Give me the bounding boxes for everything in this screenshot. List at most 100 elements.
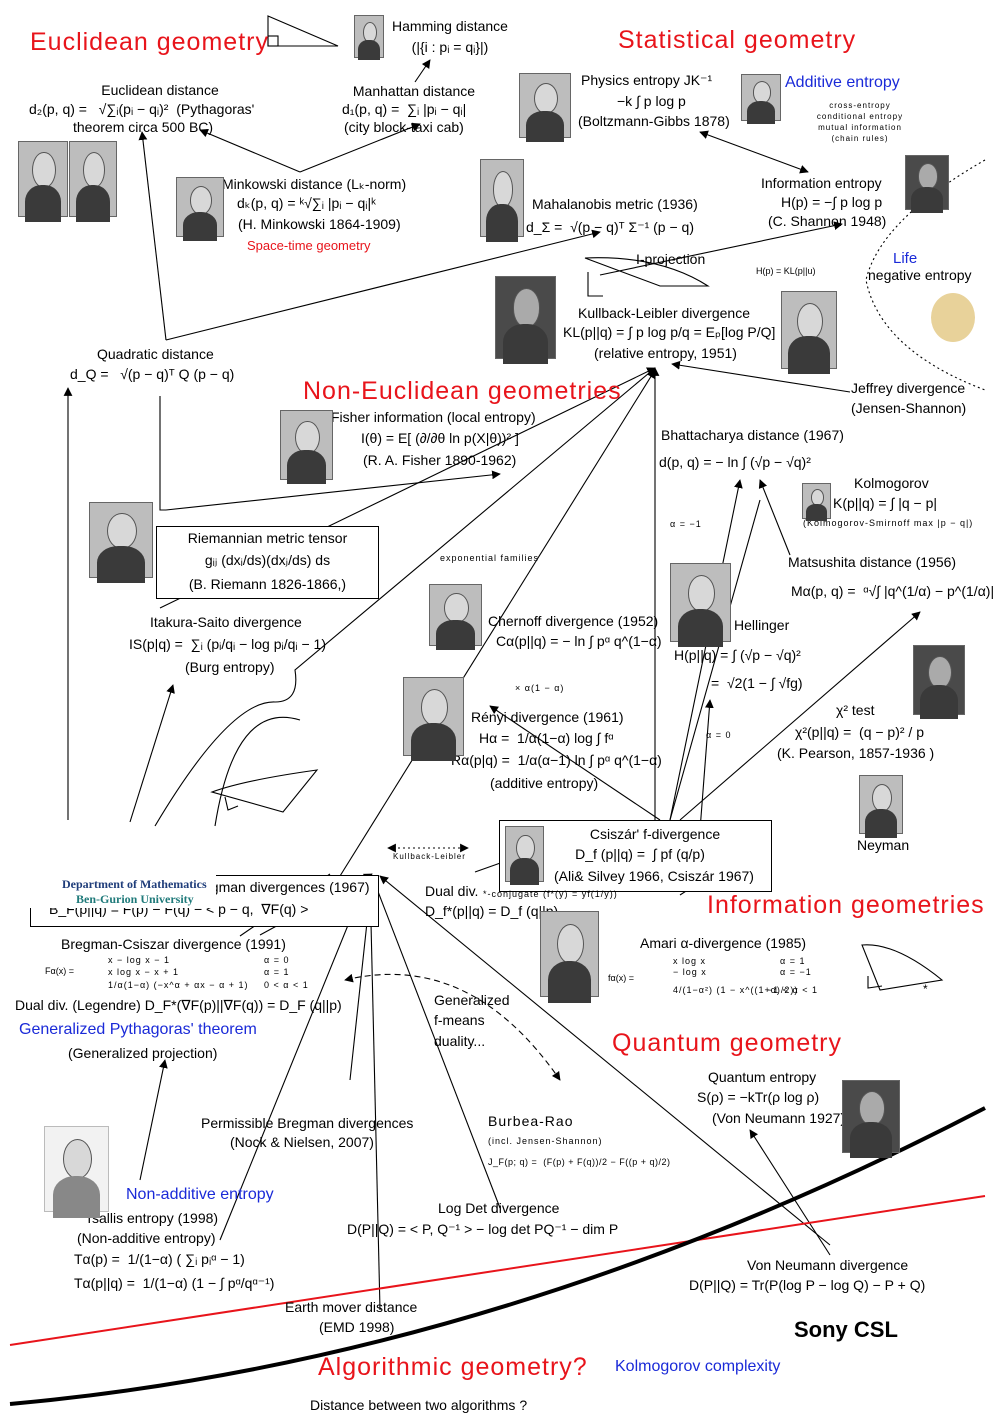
bc-cond2: α = 1 [264, 967, 290, 977]
alpha-zero-label: α = 0 [706, 730, 732, 740]
additive-entropy-label: Additive entropy [785, 74, 900, 91]
manhattan-title: Manhattan distance [352, 83, 476, 99]
tsallis-formula2: Tα(p||q) = 1/(1−α) (1 − ∫ pᵅ/qᵅ⁻¹) [74, 1275, 275, 1291]
arrow-kl-to-information [599, 221, 843, 276]
amari-photo [540, 911, 599, 1003]
amari-case3: 4/(1−α²) (1 − x^((1+α)/2)) [673, 985, 799, 995]
bhattacharya-title: Bhattacharya distance (1967) [661, 427, 844, 443]
renyi-formula1: Hα = 1/α(1−α) log ∫ fᵅ [479, 730, 614, 746]
bhattacharya-formula: d(p, q) = − ln ∫ (√p − √q)² [659, 454, 811, 470]
renyi-note: (additive entropy) [490, 775, 599, 791]
fisher-note: (R. A. Fisher 1890-1962) [363, 452, 517, 468]
kl-formula: KL(p||q) = ∫ p log p/q = Eₚ[log P/Q] [563, 324, 776, 340]
arrow-minkowski-to-manhattan [299, 122, 421, 173]
burbea-rao-title: Burbea-Rao [488, 1113, 574, 1129]
logdet-formula: D(P||Q) = < P, Q⁻¹ > − log det PQ⁻¹ − di… [347, 1221, 619, 1237]
fisher-title: Fisher information (local entropy) [331, 409, 536, 425]
physics-entropy-formula: −k ∫ p log p [617, 93, 686, 109]
generalized-pythagoras-label: Generalized Pythagoras' theorem [19, 1021, 257, 1038]
kolmogorov-complexity-label: Kolmogorov complexity [615, 1358, 781, 1375]
riemann-box: Riemannian metric tensor gᵢⱼ (dxᵢ/ds)(dx… [156, 526, 379, 599]
itakura-note: (Burg entropy) [185, 659, 275, 675]
gibbs-photo [741, 74, 781, 124]
logdet-title: Log Det divergence [438, 1200, 560, 1216]
quantum-entropy-title: Quantum entropy [708, 1069, 817, 1085]
bc-case3: 1/α(1−α) (−x^α + αx − α + 1) [108, 980, 249, 990]
x-alpha-label: × α(1 − α) [515, 683, 565, 693]
h-kl-label: H(p) = KL(p||u) [756, 266, 816, 276]
mahalanobis-formula: d_Σ = √(p − q)ᵀ Σ⁻¹ (p − q) [526, 219, 694, 235]
star-mark: * [923, 982, 928, 996]
permissible-title: Permissible Bregman divergences [201, 1115, 414, 1131]
amari-cond1: α = 1 [780, 956, 806, 966]
hamming-formula: (|{i : pᵢ = qᵢ}|) [411, 39, 489, 55]
bc-cond3: 0 < α < 1 [264, 980, 309, 990]
minkowski-title: Minkowski distance (Lₖ-norm) [222, 176, 407, 192]
arrow-minkowski-to-euclidean [199, 129, 301, 173]
algorithms-distance-label: Distance between two algorithms ? [310, 1397, 528, 1413]
von-neumann-title: Von Neumann divergence [747, 1257, 909, 1273]
dual-div-formula: D_f*(p||q) = D_f (q||p) [425, 903, 559, 919]
euclidean-note: theorem circa 500 BC) [73, 119, 214, 135]
physics-entropy-note: (Boltzmann-Gibbs 1878) [578, 113, 730, 129]
renyi-title: Rényi divergence (1961) [471, 709, 624, 725]
amari-cond3: −1 < α < 1 [767, 985, 818, 995]
cross-entropy-line4: (chain rules) [831, 134, 889, 143]
red-divider-line [9, 1195, 986, 1346]
arrow-quadratic-to-mahalanobis [165, 229, 601, 341]
chernoff-photo [429, 584, 482, 650]
chi-square-title: χ² test [836, 702, 875, 718]
hamming-title: Hamming distance [392, 18, 508, 34]
minkowski-note: (H. Minkowski 1864-1909) [238, 216, 401, 232]
cross-entropy-line3: mutual information [818, 123, 902, 132]
negative-entropy-label: negative entropy [868, 267, 972, 283]
cross-entropy-line2: conditional entropy [816, 112, 904, 121]
kl-title: Kullback-Leibler divergence [578, 305, 750, 321]
csiszar-photo [505, 826, 544, 886]
black-divider-curve [9, 1106, 986, 1406]
heading-euclidean-geometry: Euclidean geometry [30, 28, 269, 56]
physics-entropy-title: Physics entropy JK⁻¹ [581, 72, 713, 88]
exponential-families-label: exponential families [440, 553, 540, 563]
tsallis-formula1: Tα(p) = 1/(1−α) ( ∑ᵢ pᵢᵅ − 1) [74, 1251, 245, 1267]
manhattan-formula: d₁(p, q) = ∑ᵢ |pᵢ − qᵢ| [342, 101, 467, 117]
alpha-minus-one-label: α = −1 [670, 519, 702, 529]
right-angle-marker [267, 35, 279, 47]
bregman-title: Bregman divergences (1967) [189, 879, 370, 895]
amari-cond2: α = −1 [780, 967, 812, 977]
bregman-csiszar-title: Bregman-Csiszar divergence (1991) [61, 936, 286, 952]
jeffrey-title: Jeffrey divergence [851, 380, 966, 396]
renyi-formula2: Rα(p|q) = 1/α(α−1) ln ∫ pᵅ q^(1−α) [451, 752, 662, 768]
heading-statistical-geometry: Statistical geometry [618, 26, 857, 54]
dual-div-title: Dual div. [425, 883, 479, 899]
tsallis-title: Tsallis entropy (1998) [85, 1210, 219, 1226]
kolmogorov-formula: K(p||q) = ∫ |q − p| [833, 495, 937, 511]
permissible-note: (Nock & Nielsen, 2007) [230, 1134, 374, 1150]
neyman-label: Neyman [857, 837, 910, 853]
renyi-photo [403, 677, 464, 762]
arrow-physics-information [699, 130, 809, 174]
amari-title: Amari α-divergence (1985) [640, 935, 807, 951]
csiszar-formula: D_f (p||q) = ∫ pf (q/p) [575, 846, 705, 862]
vonneumann-photo [842, 1080, 900, 1158]
f-alpha-label: Fα(x) = [45, 966, 74, 976]
chi-square-note: (K. Pearson, 1857-1936 ) [777, 745, 935, 761]
gen-f-means-line1: Generalized [434, 992, 510, 1008]
arrow-manhattan-to-hamming [414, 59, 431, 83]
arrow-itakura [129, 684, 175, 823]
pythagoras-photo [18, 141, 68, 222]
burbea-rao-formula: J_F(p; q) = (F(p) + F(q))/2 − F((p + q)/… [488, 1157, 671, 1167]
tsallis-photo [44, 1126, 109, 1218]
fisher-photo [280, 410, 333, 485]
von-neumann-formula: D(P||Q) = Tr(P(log P − log Q) − P + Q) [689, 1277, 926, 1293]
kolmogorov-note: (Kolmogorov-Smirnoff max |p − q|) [803, 518, 974, 528]
pearson-photo [913, 645, 965, 720]
itakura-formula: IS(p|q) = ∑ᵢ (pᵢ/qᵢ − log pᵢ/qᵢ − 1) [129, 636, 326, 652]
csiszar-note: (Ali& Silvey 1966, Csiszár 1967) [554, 868, 754, 884]
chernoff-title: Chernoff divergence (1952) [488, 613, 659, 629]
kolmogorov-title: Kolmogorov [854, 475, 929, 491]
amari-f-label: fα(x) = [608, 973, 634, 983]
heading-algorithmic-geometry: Algorithmic geometry? [318, 1353, 588, 1381]
csiszar-title: Csiszár' f-divergence [589, 826, 721, 842]
